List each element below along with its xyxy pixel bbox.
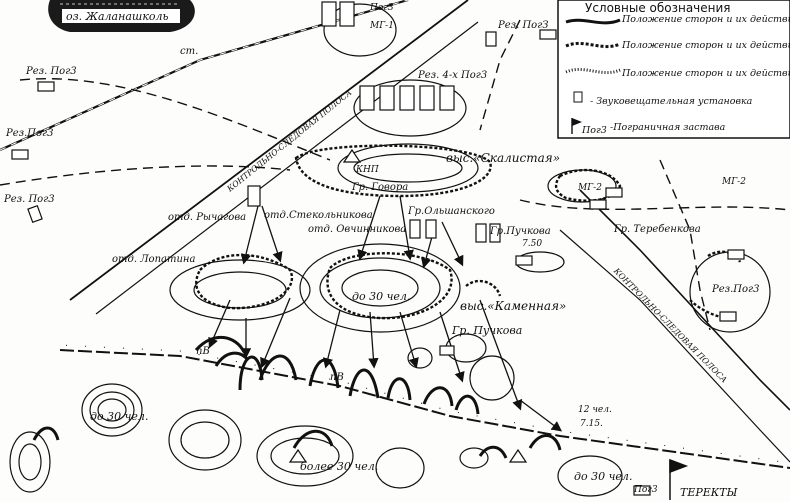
reserve-right: Рез.Пог3 xyxy=(711,284,759,295)
legend-title: Условные обозначения xyxy=(585,1,731,15)
group-puchkova-a: Гр.Пучкова xyxy=(489,226,551,237)
unit-pog3-bottom: Пог3 xyxy=(633,485,658,495)
roads xyxy=(0,19,790,331)
unit-mg1: МГ-1 xyxy=(369,21,394,31)
reserve-top-mid: Рез. ПогЗ xyxy=(497,20,548,31)
reserve-left-2: Рез. Пог3 xyxy=(3,194,55,205)
unit-mg2-a: МГ-2 xyxy=(577,183,602,193)
strength-top: до 30 чел. xyxy=(352,290,410,303)
time-12: 12 чел. xyxy=(578,405,612,415)
enemy-positions xyxy=(32,335,562,459)
legend-item-3: Положение сторон и их действия с 9.00. д… xyxy=(621,68,790,79)
labels: Рез. Пог3 Рез.Пог3 Рез. Пог3 Рез. ПогЗ Р… xyxy=(3,3,759,499)
legend-item-5: -Пограничная застава xyxy=(610,122,726,133)
legend: Условные обозначения Положение сторон и … xyxy=(557,0,790,139)
group-puchkova-b: Гр. Пучкова xyxy=(451,324,522,337)
group-govor: Гр. Говора xyxy=(351,182,408,193)
group-lopatin: отд. Лопатина xyxy=(112,254,195,265)
group-terebenkov: Гр. Теребенкова xyxy=(613,224,701,235)
legend-item-1: Положение сторон и их действия с 6.00. д… xyxy=(621,14,790,25)
strength-bottom-right: до 30 чел. xyxy=(574,470,632,483)
reserve-top-left: Рез. Пог3 xyxy=(25,66,77,77)
observation-posts xyxy=(288,148,528,463)
legend-item-2: Положение сторон и их действия с 8.00. д… xyxy=(621,40,790,51)
unit-pog3-top: Пог3 xyxy=(369,3,394,13)
time-715: 7.15. xyxy=(580,419,603,429)
unit-pv-b: пВ xyxy=(330,372,344,383)
unit-mg2-b: МГ-2 xyxy=(721,177,746,187)
terrain xyxy=(9,3,771,497)
reserve-fourth: Рез. 4-х Пог3 xyxy=(417,70,487,81)
outpost-flag xyxy=(669,458,689,500)
place-terekty: ТЕРЕКТЫ xyxy=(680,486,738,499)
reserve-left-1: Рез.Пог3 xyxy=(5,128,53,139)
strip-label-a: КОНТРОЛЬНО-СЛЕДОВАЯ ПОЛОСА xyxy=(225,88,354,194)
group-steklyannikov: отд.Стекольникова xyxy=(264,210,373,221)
station-label: ст. xyxy=(180,46,198,57)
height-skalistaya: выс.«Скалистая» xyxy=(446,151,560,165)
control-strip-a: КОНТРОЛЬНО-СЛЕДОВАЯ ПОЛОСА xyxy=(69,0,479,315)
state-border xyxy=(59,344,790,469)
strength-bottom: более 30 чел. xyxy=(300,460,378,473)
height-kamennaya: выс.«Каменная» xyxy=(460,299,566,313)
group-ovchinnikov: отд. Овчинникова xyxy=(308,224,406,235)
unit-knp: КНП xyxy=(355,165,379,175)
vehicles xyxy=(11,1,745,496)
lake: оз. Жаланашколь xyxy=(48,0,195,32)
unit-pv-a: пВ xyxy=(196,346,210,357)
lake-label: оз. Жаланашколь xyxy=(66,10,169,23)
legend-zastava-marker: Пог3 xyxy=(581,125,607,136)
strength-left: до 30 чел. xyxy=(90,410,148,423)
group-olshanskiy: Гр.Ольшанского xyxy=(407,206,495,217)
railway: ст. xyxy=(0,0,409,152)
group-rychagov: отд. Рычагова xyxy=(168,212,246,223)
legend-item-4: - Звуковещательная установка xyxy=(590,96,753,107)
time-750: 7.50 xyxy=(522,239,542,249)
